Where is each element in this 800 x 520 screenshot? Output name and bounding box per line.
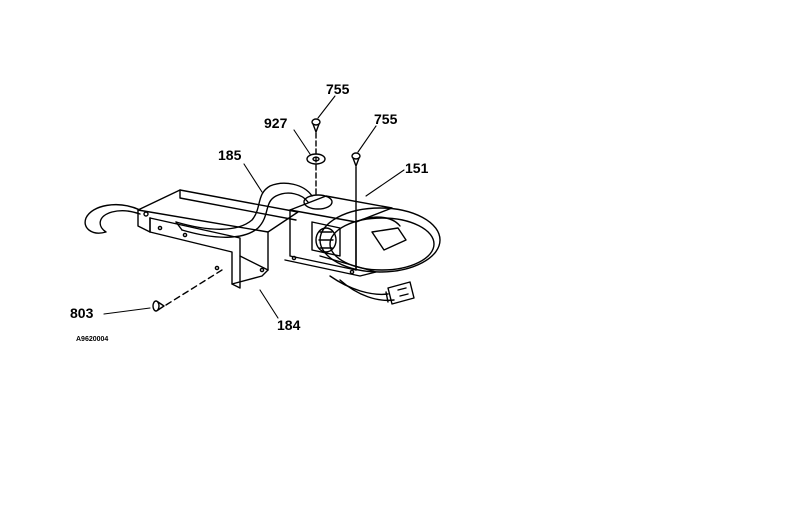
callout-927: 927 xyxy=(264,115,288,131)
leader-lines xyxy=(103,95,405,319)
screw-icon xyxy=(152,269,223,312)
hook-icon xyxy=(84,204,141,234)
screw-icon xyxy=(311,118,321,196)
callout-185: 185 xyxy=(218,147,242,163)
mounting-bracket-icon xyxy=(137,189,299,289)
washer-icon xyxy=(306,153,326,165)
callout-151: 151 xyxy=(405,160,429,176)
callout-755-right: 755 xyxy=(374,111,398,127)
bracket-arm-icon xyxy=(175,182,313,238)
callout-184: 184 xyxy=(277,317,301,333)
callout-755-top: 755 xyxy=(326,81,350,97)
wire-connector-icon xyxy=(329,275,415,305)
screw-icon xyxy=(351,152,361,271)
motor-icon xyxy=(284,194,441,277)
callout-803: 803 xyxy=(70,305,94,321)
drawing-code: A9620004 xyxy=(76,336,109,343)
